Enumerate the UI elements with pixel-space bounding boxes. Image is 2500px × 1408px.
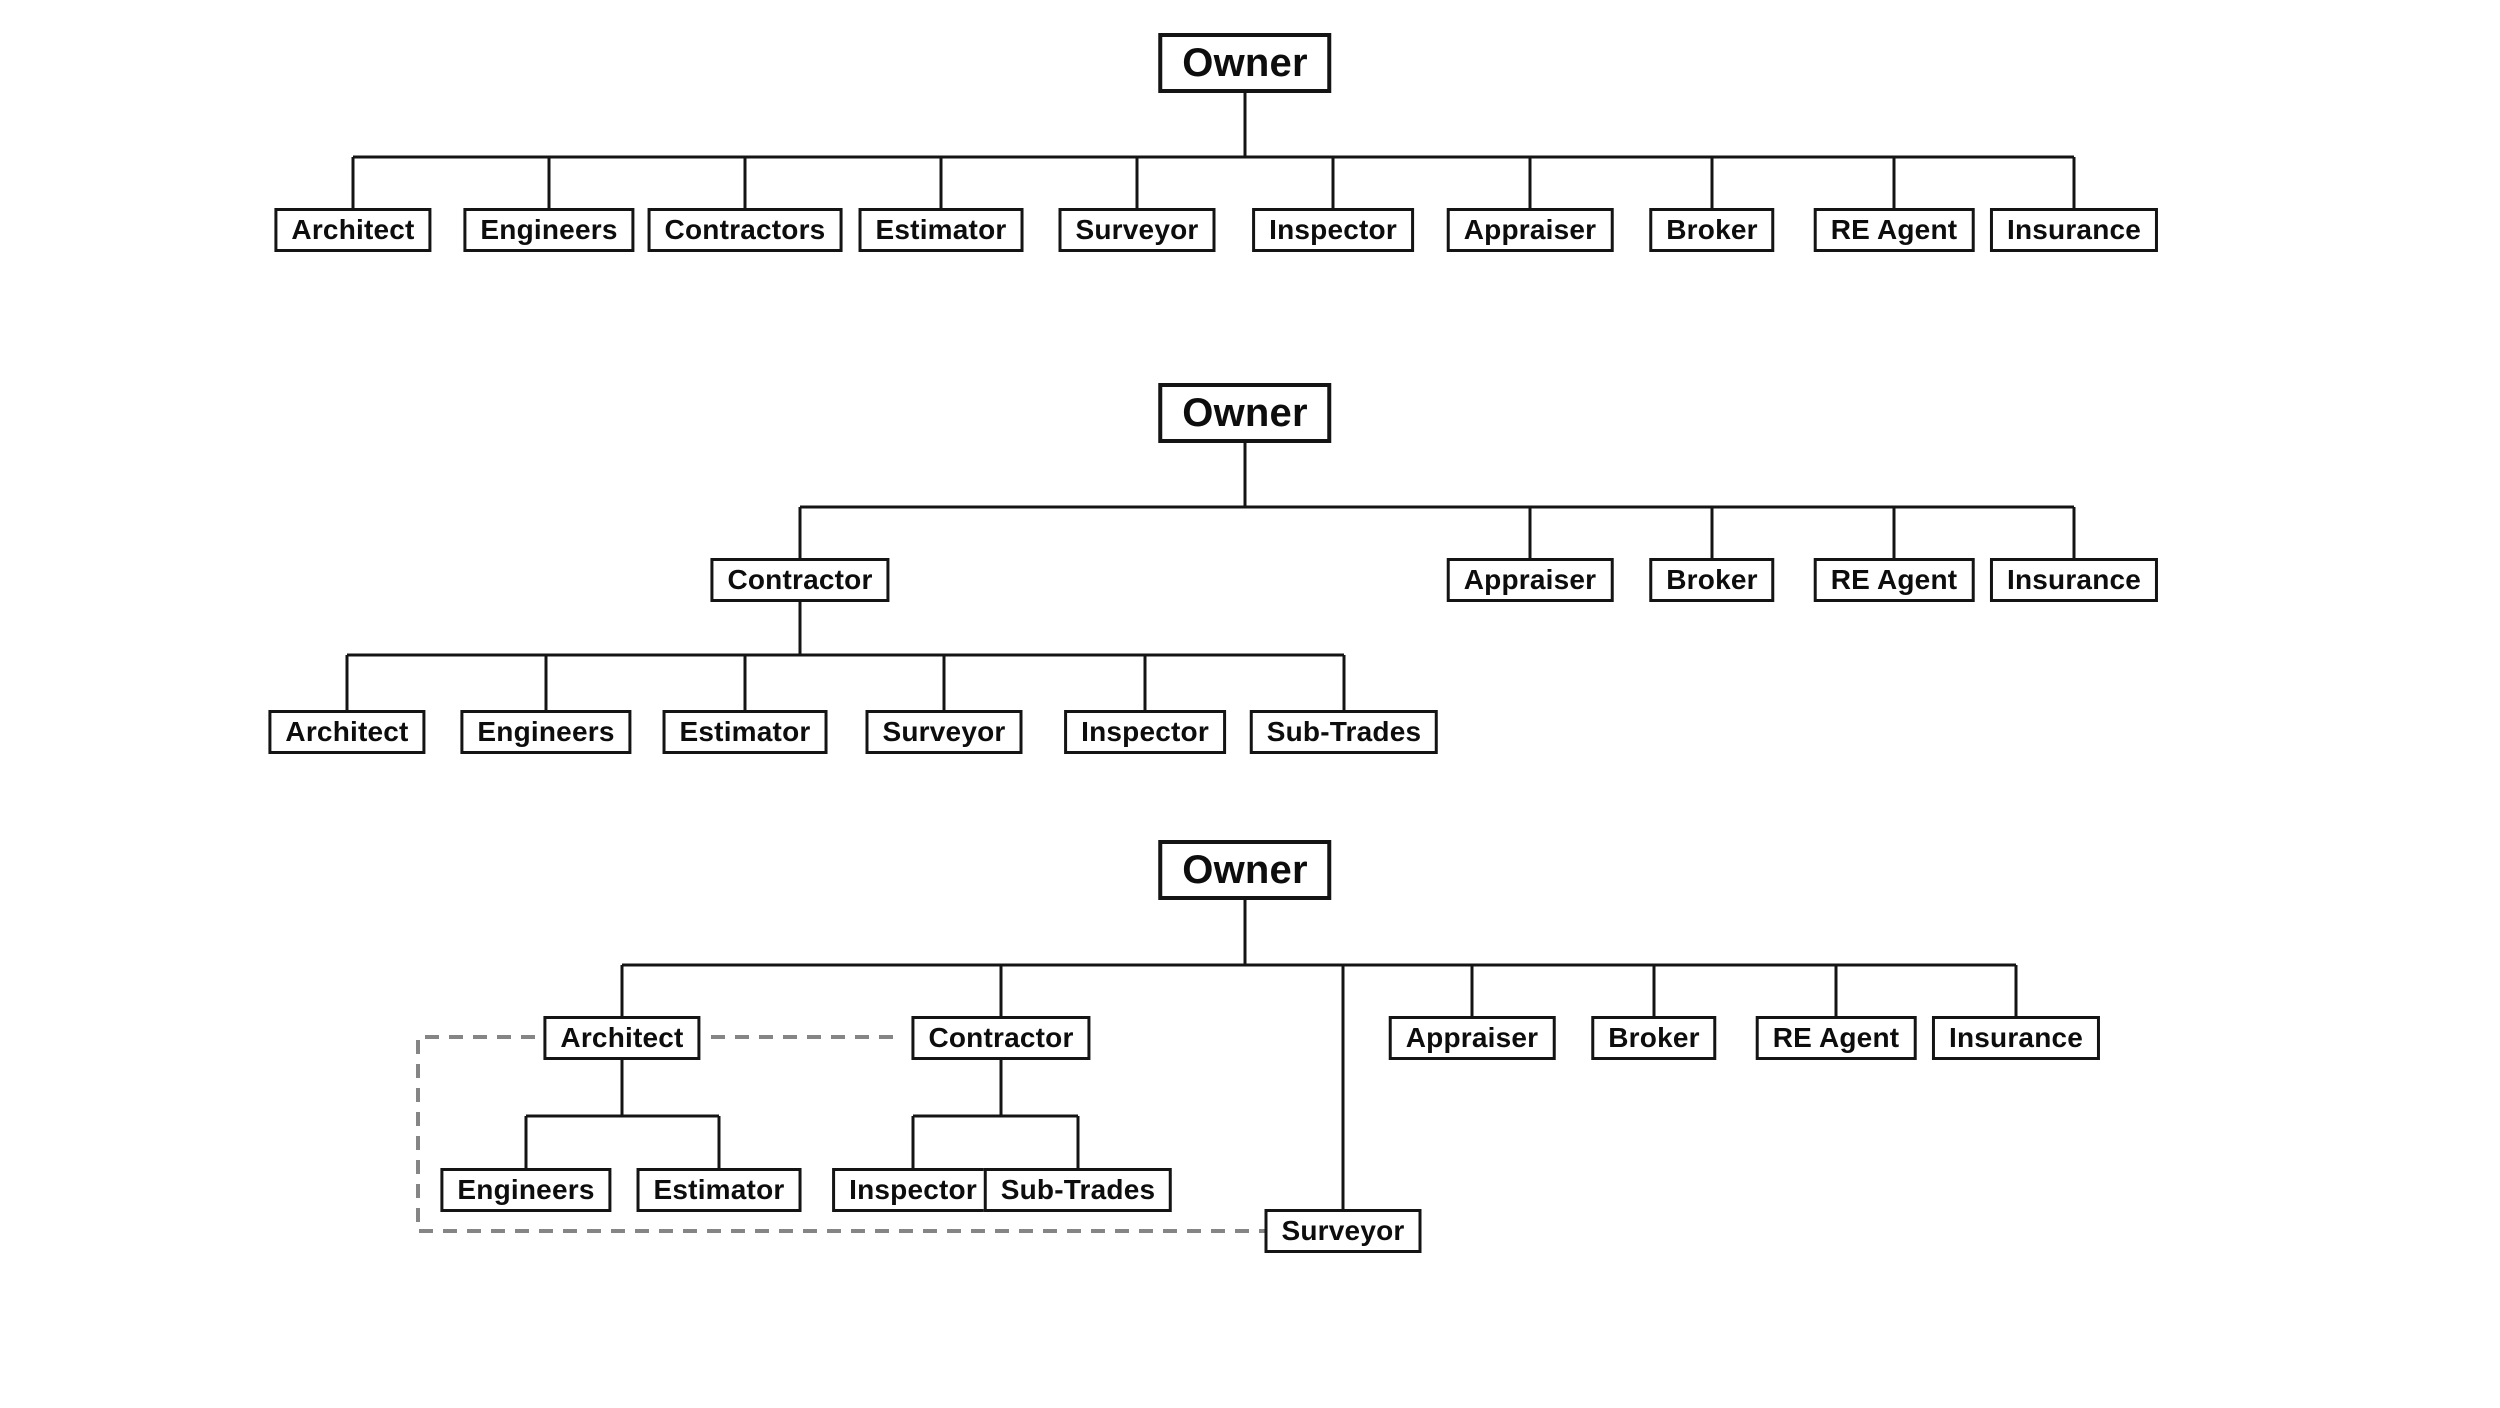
node-broker: Broker: [1591, 1016, 1717, 1060]
node-inspector: Inspector: [1064, 710, 1226, 754]
node-architect: Architect: [268, 710, 426, 754]
node-inspector: Inspector: [1252, 208, 1414, 252]
node-sub-trades: Sub-Trades: [1249, 710, 1439, 754]
node-insurance: Insurance: [1989, 558, 2159, 602]
node-engineers: Engineers: [463, 208, 635, 252]
node-surveyor: Surveyor: [1058, 208, 1216, 252]
node-re-agent: RE Agent: [1813, 558, 1975, 602]
node-estimator: Estimator: [858, 208, 1024, 252]
node-broker: Broker: [1649, 208, 1775, 252]
node-engineers: Engineers: [440, 1168, 612, 1212]
node-engineers: Engineers: [460, 710, 632, 754]
node-broker: Broker: [1649, 558, 1775, 602]
node-architect: Architect: [543, 1016, 701, 1060]
node-inspector: Inspector: [832, 1168, 994, 1212]
node-surveyor: Surveyor: [1264, 1209, 1422, 1253]
node-owner: Owner: [1158, 33, 1332, 93]
node-contractor: Contractor: [710, 558, 890, 602]
node-owner: Owner: [1158, 383, 1332, 443]
dashed-connector-line-chart-3-split-design-build-with-dashed-links: [416, 1035, 1266, 1233]
node-contractors: Contractors: [647, 208, 843, 252]
node-re-agent: RE Agent: [1813, 208, 1975, 252]
node-estimator: Estimator: [662, 710, 828, 754]
node-estimator: Estimator: [636, 1168, 802, 1212]
node-insurance: Insurance: [1989, 208, 2159, 252]
node-surveyor: Surveyor: [865, 710, 1023, 754]
node-appraiser: Appraiser: [1388, 1016, 1556, 1060]
node-appraiser: Appraiser: [1446, 208, 1614, 252]
node-contractor: Contractor: [911, 1016, 1091, 1060]
node-owner: Owner: [1158, 840, 1332, 900]
node-appraiser: Appraiser: [1446, 558, 1614, 602]
node-re-agent: RE Agent: [1755, 1016, 1917, 1060]
node-architect: Architect: [274, 208, 432, 252]
node-sub-trades: Sub-Trades: [983, 1168, 1173, 1212]
node-insurance: Insurance: [1931, 1016, 2101, 1060]
